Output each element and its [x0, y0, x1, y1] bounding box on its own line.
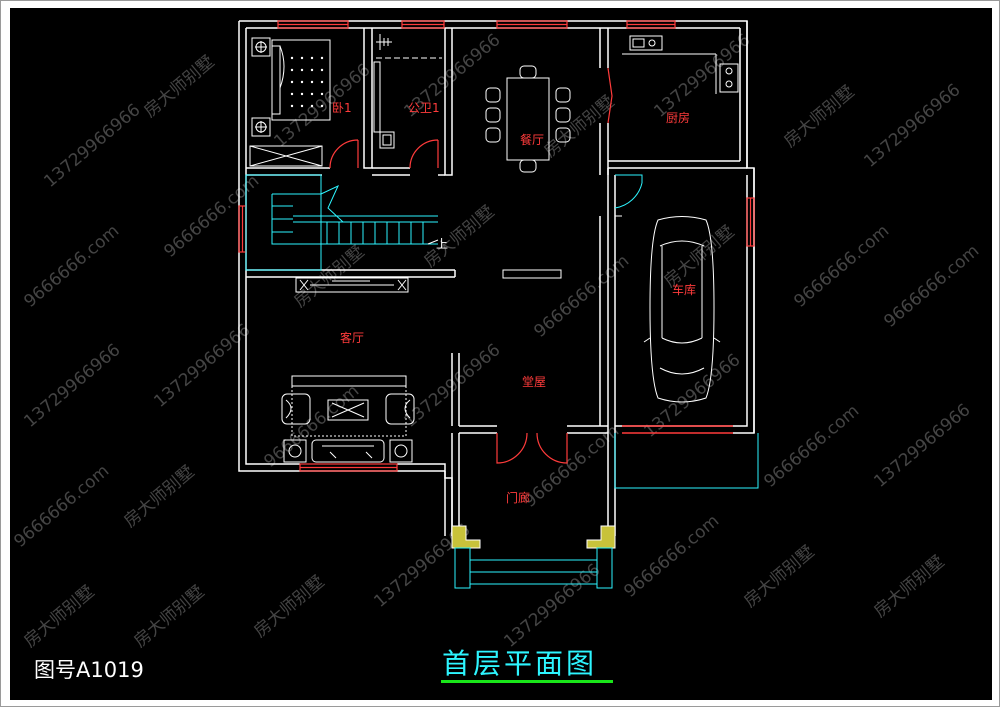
porch-column-left: [451, 525, 481, 549]
wall-kitchen-bottom: [608, 160, 747, 169]
watermark-brand: 房大师别墅: [130, 582, 208, 652]
watermark-brand: 房大师别墅: [540, 92, 618, 162]
tv-cabinet: [295, 277, 409, 293]
plan-title-underline: [441, 680, 613, 683]
watermark-site: 9666666.com: [620, 511, 723, 602]
watermark-phone: 13729966966: [860, 80, 964, 172]
watermark-site: 9666666.com: [760, 401, 863, 492]
wall-right-garage-inner: [733, 175, 748, 427]
watermark-site: 9666666.com: [880, 241, 983, 332]
wall-porch-top-left: [459, 425, 497, 434]
kitchen-sink: [629, 35, 663, 51]
room-label-bathroom: 公卫1: [408, 101, 440, 115]
nightstand-top: [251, 37, 271, 57]
watermark-brand: 房大师别墅: [420, 202, 498, 272]
windows: [238, 20, 755, 472]
hall-partition: [502, 269, 562, 279]
side-table-right: [389, 439, 413, 463]
porch-column-right: [586, 525, 616, 549]
door-main-left: [496, 432, 528, 464]
room-label-bedroom: 卧1: [332, 101, 352, 115]
watermark-phone: 13729966966: [40, 100, 144, 192]
watermark-layer: 13729966966 9666666.com 13729966966 9666…: [10, 30, 983, 652]
kitchen-stove: [719, 63, 739, 93]
door-garage-side: [614, 174, 643, 217]
watermark-site: 9666666.com: [10, 461, 113, 552]
watermark-site: 9666666.com: [20, 221, 123, 312]
watermark-site: 9666666.com: [160, 171, 263, 262]
wall-dining-kitchen-bottom: [599, 123, 609, 175]
watermark-site: 9666666.com: [530, 251, 633, 342]
watermark-phone: 13729966966: [870, 400, 974, 492]
stair-up-label: 上: [436, 237, 448, 251]
watermark-brand: 房大师别墅: [660, 222, 738, 292]
sofa-main: [311, 439, 385, 463]
side-table-left: [283, 439, 307, 463]
bathroom-fixtures: [373, 34, 442, 149]
watermark-phone: 13729966966: [20, 340, 124, 432]
drawing-number: 图号A1019: [34, 658, 144, 682]
watermark-brand: 房大师别墅: [20, 582, 98, 652]
watermark-site: 9666666.com: [790, 221, 893, 312]
bed: [249, 37, 331, 167]
watermark-phone: 13729966966: [640, 350, 744, 442]
wall-garage-left: [607, 168, 616, 426]
door-main-right: [536, 432, 568, 464]
room-label-living: 客厅: [340, 330, 364, 345]
watermark-phone: 13729966966: [650, 30, 754, 122]
coffee-table: [327, 399, 369, 421]
floor-plan: 13729966966 9666666.com 13729966966 9666…: [10, 20, 983, 652]
watermark-brand: 房大师别墅: [780, 82, 858, 152]
wall-dining-kitchen-top: [599, 28, 609, 68]
wall-porch-left: [451, 433, 460, 536]
watermark-brand: 房大师别墅: [250, 572, 328, 642]
door-bedroom: [329, 139, 359, 169]
watermark-brand: 房大师别墅: [870, 552, 948, 622]
nightstand-bottom: [251, 117, 271, 137]
wall-right-garage: [733, 168, 755, 434]
kitchen-fixtures: [622, 35, 739, 94]
living-sofa-set: [281, 375, 415, 463]
watermark-brand: 房大师别墅: [120, 462, 198, 532]
door-kitchen-sliding: [607, 67, 613, 124]
wardrobe: [249, 145, 323, 167]
armchair-right: [385, 393, 415, 425]
wall-bottom-left: [397, 463, 453, 536]
watermark-brand: 房大师别墅: [740, 542, 818, 612]
watermark-phone: 13729966966: [500, 560, 604, 652]
staircase: [245, 174, 439, 271]
dining-set: [485, 65, 571, 173]
room-label-garage: 车库: [672, 282, 696, 297]
wall-hall-left: [451, 353, 460, 426]
room-label-porch: 门廊: [506, 490, 530, 505]
room-label-hall: 堂屋: [522, 375, 546, 389]
room-label-kitchen: 厨房: [666, 110, 690, 125]
wall-porch-top-right: [567, 425, 608, 434]
room-label-dining: 餐厅: [520, 132, 544, 147]
cad-canvas: 13729966966 9666666.com 13729966966 9666…: [10, 8, 992, 700]
wall-bed-bath: [363, 28, 373, 169]
doors: [329, 139, 568, 464]
wall-bath-dining: [444, 28, 453, 176]
wall-left-inner: [245, 28, 300, 465]
porch: [451, 433, 759, 589]
car-icon: [643, 216, 721, 403]
armchair-left: [281, 393, 311, 425]
plan-title: 首层平面图: [442, 647, 598, 680]
door-bathroom: [409, 139, 439, 169]
room-labels: 卧1 公卫1 餐厅 厨房 车库 客厅 堂屋 门廊: [332, 101, 696, 505]
watermark-brand: 房大师别墅: [140, 52, 218, 122]
